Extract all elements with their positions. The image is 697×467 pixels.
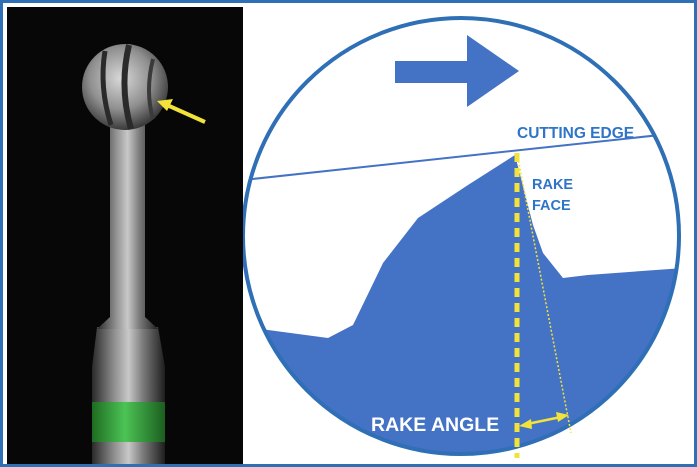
yellow-arrow-icon <box>157 99 206 124</box>
bur-neck <box>97 125 158 329</box>
rake-angle-diagram: CUTTING EDGE RAKE FACE RAKE ANGLE <box>243 3 697 467</box>
right-arrow-icon <box>395 35 519 107</box>
cutting-edge-line <box>243 130 679 181</box>
bur-shank <box>92 327 165 464</box>
diagram-circle <box>243 16 681 456</box>
double-arrow-icon <box>519 412 569 429</box>
rake-angle-label: RAKE ANGLE <box>371 414 499 436</box>
bur-flute <box>147 58 155 120</box>
rake-face-line <box>516 152 572 434</box>
rake-face-label-line2: FACE <box>532 198 571 214</box>
bur-flute <box>100 50 114 126</box>
cutting-edge-label: CUTTING EDGE <box>517 125 634 142</box>
bur-photo <box>7 7 243 464</box>
bur-flute <box>121 44 134 130</box>
rake-face-label-line1: RAKE <box>532 177 573 193</box>
bur-illustration <box>82 44 206 464</box>
bur-green-band <box>92 402 165 442</box>
tooth-profile <box>243 155 679 454</box>
